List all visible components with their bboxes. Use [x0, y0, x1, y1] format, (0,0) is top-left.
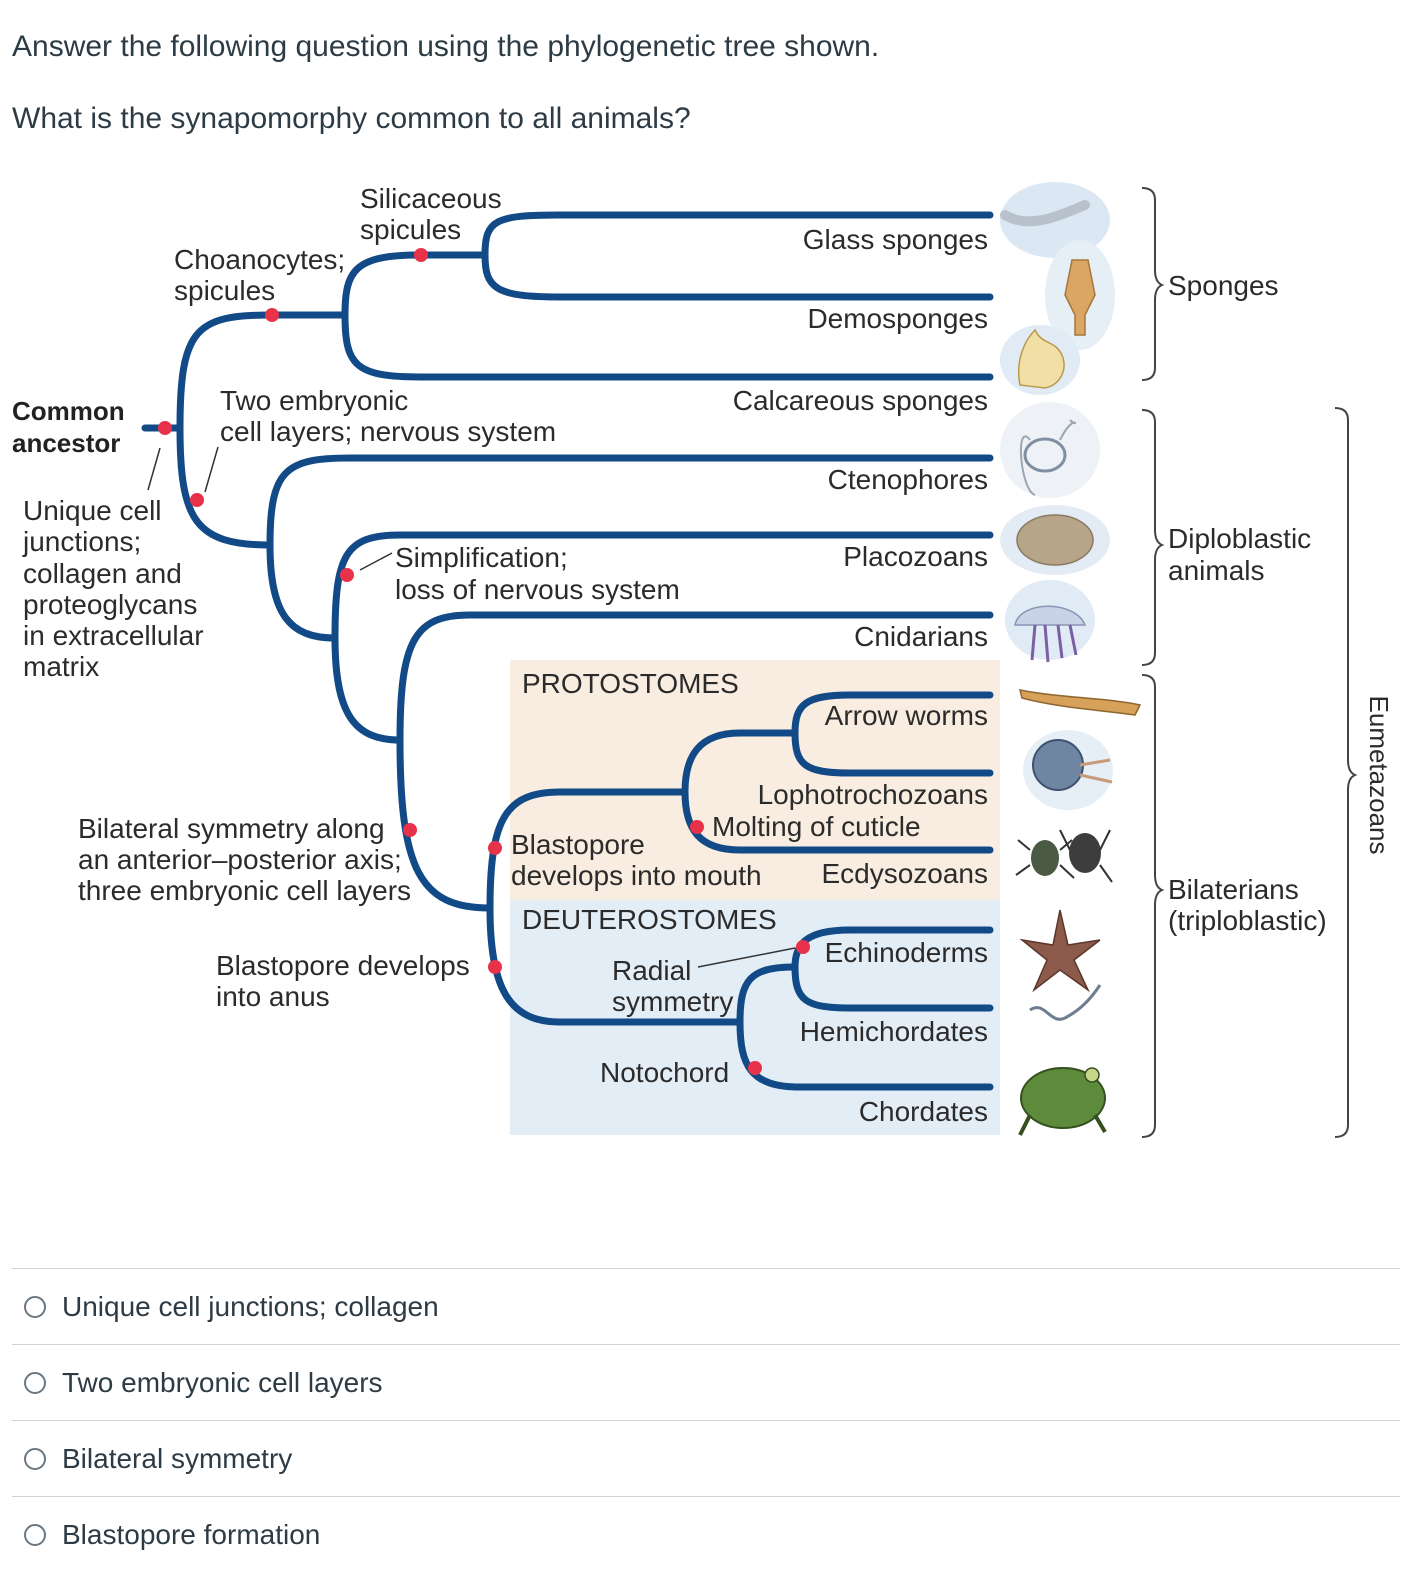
answer-option-1[interactable]: Unique cell junctions; collagen	[12, 1268, 1400, 1344]
common-ancestor-label-1: Common	[12, 396, 125, 426]
taxon-ctenophores: Ctenophores	[828, 464, 988, 495]
bracket-label-bilaterians-1: Bilaterians	[1168, 874, 1299, 905]
ctenophore-icon	[1000, 402, 1100, 498]
dot-silicaceous	[414, 248, 428, 262]
common-ancestor-label-2: ancestor	[12, 428, 120, 458]
group-protostomes: PROTOSTOMES	[522, 668, 739, 699]
bracket-sponges	[1141, 187, 1165, 381]
char-molting: Molting of cuticle	[712, 811, 921, 842]
char-unique-1: Unique cell	[23, 495, 162, 526]
char-radial-1: Radial	[612, 955, 691, 986]
dot-radial	[796, 940, 810, 954]
char-choanocytes-2: spicules	[174, 275, 275, 306]
chordate-frog-icon	[1018, 1067, 1107, 1136]
char-bilateral-1: Bilateral symmetry along	[78, 813, 385, 844]
taxon-hemichordates: Hemichordates	[800, 1016, 988, 1047]
char-unique-4: proteoglycans	[23, 589, 197, 620]
char-two-layers-1: Two embryonic	[220, 385, 408, 416]
dot-choanocytes	[265, 308, 279, 322]
echinoderm-icon	[1019, 909, 1101, 993]
taxon-cnidarians: Cnidarians	[854, 621, 988, 652]
hemichordate-icon	[1029, 984, 1102, 1021]
answer-option-3[interactable]: Bilateral symmetry	[12, 1420, 1400, 1496]
char-anus-2: into anus	[216, 981, 330, 1012]
bracket-label-eumetazoans: Eumetazoans	[1364, 696, 1394, 855]
pointer-lines	[147, 446, 796, 968]
question-prompt: What is the synapomorphy common to all a…	[12, 102, 691, 135]
taxon-placozoans: Placozoans	[843, 541, 988, 572]
char-notochord: Notochord	[600, 1057, 729, 1088]
dot-two-layers	[190, 493, 204, 507]
answer-option-2[interactable]: Two embryonic cell layers	[12, 1344, 1400, 1420]
arrow-worm-icon	[1018, 689, 1142, 716]
char-bilateral-3: three embryonic cell layers	[78, 875, 411, 906]
bracket-label-sponges: Sponges	[1168, 270, 1279, 301]
taxon-demosponges: Demosponges	[807, 303, 988, 334]
taxon-calcareous-sponges: Calcareous sponges	[733, 385, 988, 416]
taxon-ecdysozoans: Ecdysozoans	[821, 858, 988, 889]
char-bilateral-2: an anterior–posterior axis;	[78, 844, 402, 875]
taxa-labels: Glass sponges Demosponges Calcareous spo…	[733, 224, 988, 1127]
clade-brackets	[1141, 187, 1358, 1138]
char-unique-2: junctions;	[22, 526, 141, 557]
synapomorphy-dots	[158, 248, 810, 1075]
deuterostomes-region	[510, 900, 1000, 1135]
char-mouth-1: Blastopore	[511, 829, 645, 860]
char-radial-2: symmetry	[612, 986, 733, 1017]
char-choanocytes-1: Choanocytes;	[174, 244, 345, 275]
answer-label-2: Two embryonic cell layers	[62, 1366, 383, 1398]
char-unique-6: matrix	[23, 651, 99, 682]
bracket-eumetazoans	[1334, 407, 1358, 1138]
answer-label-4: Blastopore formation	[62, 1518, 321, 1550]
taxon-arrow-worms: Arrow worms	[825, 700, 988, 731]
dot-common-ancestor	[158, 421, 172, 435]
char-silicaceous-1: Silicaceous	[360, 183, 502, 214]
char-unique-3: collagen and	[23, 558, 182, 589]
char-simplification-1: Simplification;	[395, 542, 568, 573]
bracket-diploblastic	[1141, 409, 1165, 666]
dot-molting	[690, 820, 704, 834]
dot-bilateral	[403, 823, 417, 837]
bracket-bilaterians	[1141, 674, 1165, 1138]
char-mouth-2: develops into mouth	[511, 860, 762, 891]
dot-blastopore-mouth	[488, 841, 502, 855]
phylogenetic-tree: Common ancestor Silicaceous spicules Cho…	[12, 182, 1394, 1138]
ecdysozoan-icon	[1015, 829, 1113, 883]
taxon-glass-sponges: Glass sponges	[803, 224, 988, 255]
taxon-echinoderms: Echinoderms	[825, 937, 988, 968]
dot-blastopore-anus	[488, 960, 502, 974]
bracket-label-bilaterians-2: (triploblastic)	[1168, 905, 1327, 936]
tree-branches	[141, 211, 994, 1091]
protostomes-region	[510, 660, 1000, 900]
bracket-label-diploblastic-1: Diploblastic	[1168, 523, 1311, 554]
radio-button-1[interactable]	[24, 1295, 46, 1318]
answer-label-1: Unique cell junctions; collagen	[62, 1290, 439, 1322]
char-unique-5: in extracellular	[23, 620, 204, 651]
dot-notochord	[748, 1061, 762, 1075]
char-anus-1: Blastopore develops	[216, 950, 470, 981]
group-deuterostomes: DEUTEROSTOMES	[522, 904, 777, 935]
answer-options: Unique cell junctions; collagen Two embr…	[12, 1268, 1400, 1572]
dot-simplification	[340, 568, 354, 582]
answer-label-3: Bilateral symmetry	[62, 1442, 293, 1474]
char-two-layers-2: cell layers; nervous system	[220, 416, 556, 447]
bracket-label-diploblastic-2: animals	[1168, 555, 1264, 586]
radio-button-4[interactable]	[24, 1523, 46, 1546]
radio-button-3[interactable]	[24, 1447, 46, 1470]
answer-option-4[interactable]: Blastopore formation	[12, 1496, 1400, 1572]
organism-illustrations	[1000, 182, 1142, 1136]
char-simplification-2: loss of nervous system	[395, 574, 680, 605]
question-instruction: Answer the following question using the …	[12, 30, 880, 63]
radio-button-2[interactable]	[24, 1371, 46, 1394]
taxon-lophotrochozoans: Lophotrochozoans	[758, 779, 988, 810]
taxon-chordates: Chordates	[859, 1096, 988, 1127]
char-silicaceous-2: spicules	[360, 214, 461, 245]
